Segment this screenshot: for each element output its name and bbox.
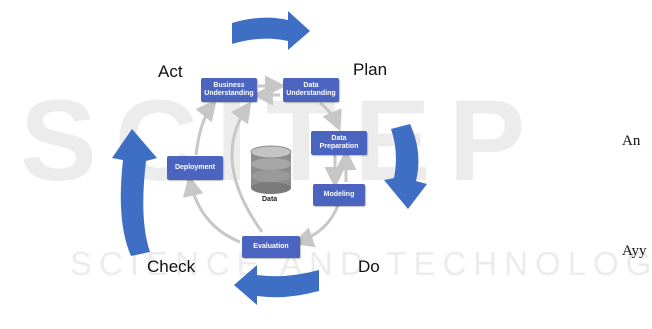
stage-modeling: Modeling (313, 184, 365, 206)
side-text-line-1: An (622, 133, 641, 149)
arrow-dep-to-bu (194, 99, 217, 156)
phase-label-plan: Plan (353, 60, 388, 79)
stage-data-preparation: Data Preparation (311, 131, 367, 155)
cycle-arrow-left (112, 129, 157, 256)
stage-data-understanding: Data Understanding (283, 78, 339, 102)
stage-evaluation: Evaluation (242, 236, 300, 258)
svg-text:SCIENCE AND TECHNOLOGY: SCIENCE AND TECHNOLOGY (70, 245, 652, 282)
arrow-eval-to-bu (230, 101, 264, 233)
database-icon (250, 145, 292, 194)
stage-deployment: Deployment (167, 156, 223, 180)
arrow-eval-to-dep (183, 175, 241, 244)
inner-cycle-connectors (183, 75, 357, 248)
pdca-cycle-arrows (112, 11, 427, 305)
database-label: Data (262, 196, 278, 203)
arrow-du-to-dp (319, 101, 342, 132)
phase-label-act: Act (158, 62, 183, 81)
cycle-arrow-top (232, 11, 310, 50)
stage-business-understanding: Business Understanding (201, 78, 257, 102)
side-text-line-2: Ayy (622, 243, 647, 259)
cycle-arrow-bottom (234, 265, 319, 305)
arrow-mod-to-eval (292, 204, 340, 248)
cycle-arrow-right (384, 124, 427, 209)
phase-label-check: Check (147, 257, 196, 276)
phase-label-do: Do (358, 257, 380, 276)
